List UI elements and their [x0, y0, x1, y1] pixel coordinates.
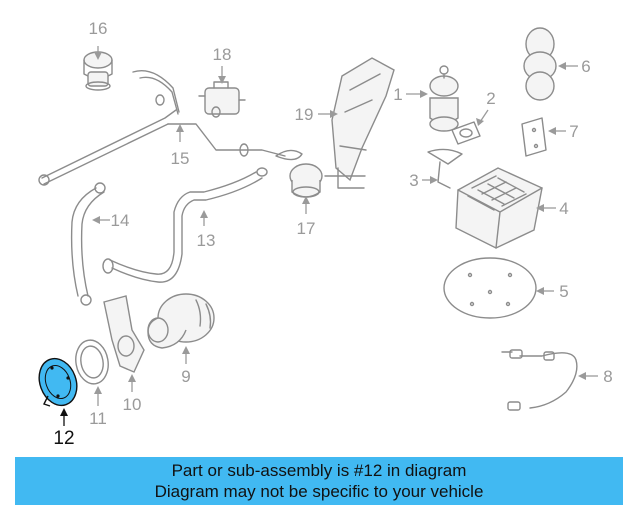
part-2-gasket	[451, 121, 481, 145]
info-banner: Part or sub-assembly is #12 in diagram D…	[15, 457, 623, 505]
callout-3: 3	[409, 171, 418, 190]
part-3-bracket	[427, 148, 463, 189]
callout-17: 17	[297, 219, 316, 238]
callout-16: 16	[89, 19, 108, 38]
callout-8: 8	[603, 367, 612, 386]
callout-10: 10	[123, 395, 142, 414]
banner-line-disclaimer: Diagram may not be specific to your vehi…	[154, 482, 484, 501]
part-11-ring	[75, 339, 109, 385]
part-7-bracket	[521, 117, 547, 157]
part-14-hose	[70, 182, 106, 306]
callout-9: 9	[181, 367, 190, 386]
banner-line-part-info: Part or sub-assembly is #12 in diagram	[171, 461, 467, 480]
part-9-air-pump	[147, 293, 215, 349]
leader-lines	[60, 46, 598, 426]
part-1-valve	[429, 65, 459, 132]
callout-6: 6	[581, 57, 590, 76]
callout-1: 1	[393, 85, 402, 104]
part-5-plate	[443, 257, 537, 319]
part-18-actuator	[198, 81, 246, 115]
part-drawings	[38, 27, 578, 411]
part-4-airbox	[455, 167, 543, 249]
callout-18: 18	[213, 45, 232, 64]
leader-2	[479, 109, 489, 123]
part-10-bracket	[103, 295, 145, 373]
part-19-bracket	[324, 57, 395, 189]
part-12-highlighted	[38, 357, 78, 407]
callout-7: 7	[569, 122, 578, 141]
callout-12: 12	[53, 428, 74, 449]
part-6-bellows	[523, 27, 557, 101]
part-8-sensor	[501, 349, 578, 411]
callout-11: 11	[89, 409, 107, 428]
callout-5: 5	[559, 282, 568, 301]
callout-15: 15	[171, 149, 190, 168]
part-17-pump	[289, 163, 323, 198]
callout-14: 14	[111, 211, 130, 230]
callout-2: 2	[486, 89, 495, 108]
part-13-hose	[102, 167, 268, 283]
part-15-pipe	[38, 70, 303, 186]
callout-4: 4	[559, 199, 568, 218]
callout-labels: 16 18 15 19 1 2 3 4 5 6 7 8 9 10 11 12 1…	[53, 19, 612, 449]
parts-diagram: 16 18 15 19 1 2 3 4 5 6 7 8 9 10 11 12 1…	[38, 19, 613, 449]
callout-13: 13	[197, 231, 216, 250]
callout-19: 19	[295, 105, 314, 124]
